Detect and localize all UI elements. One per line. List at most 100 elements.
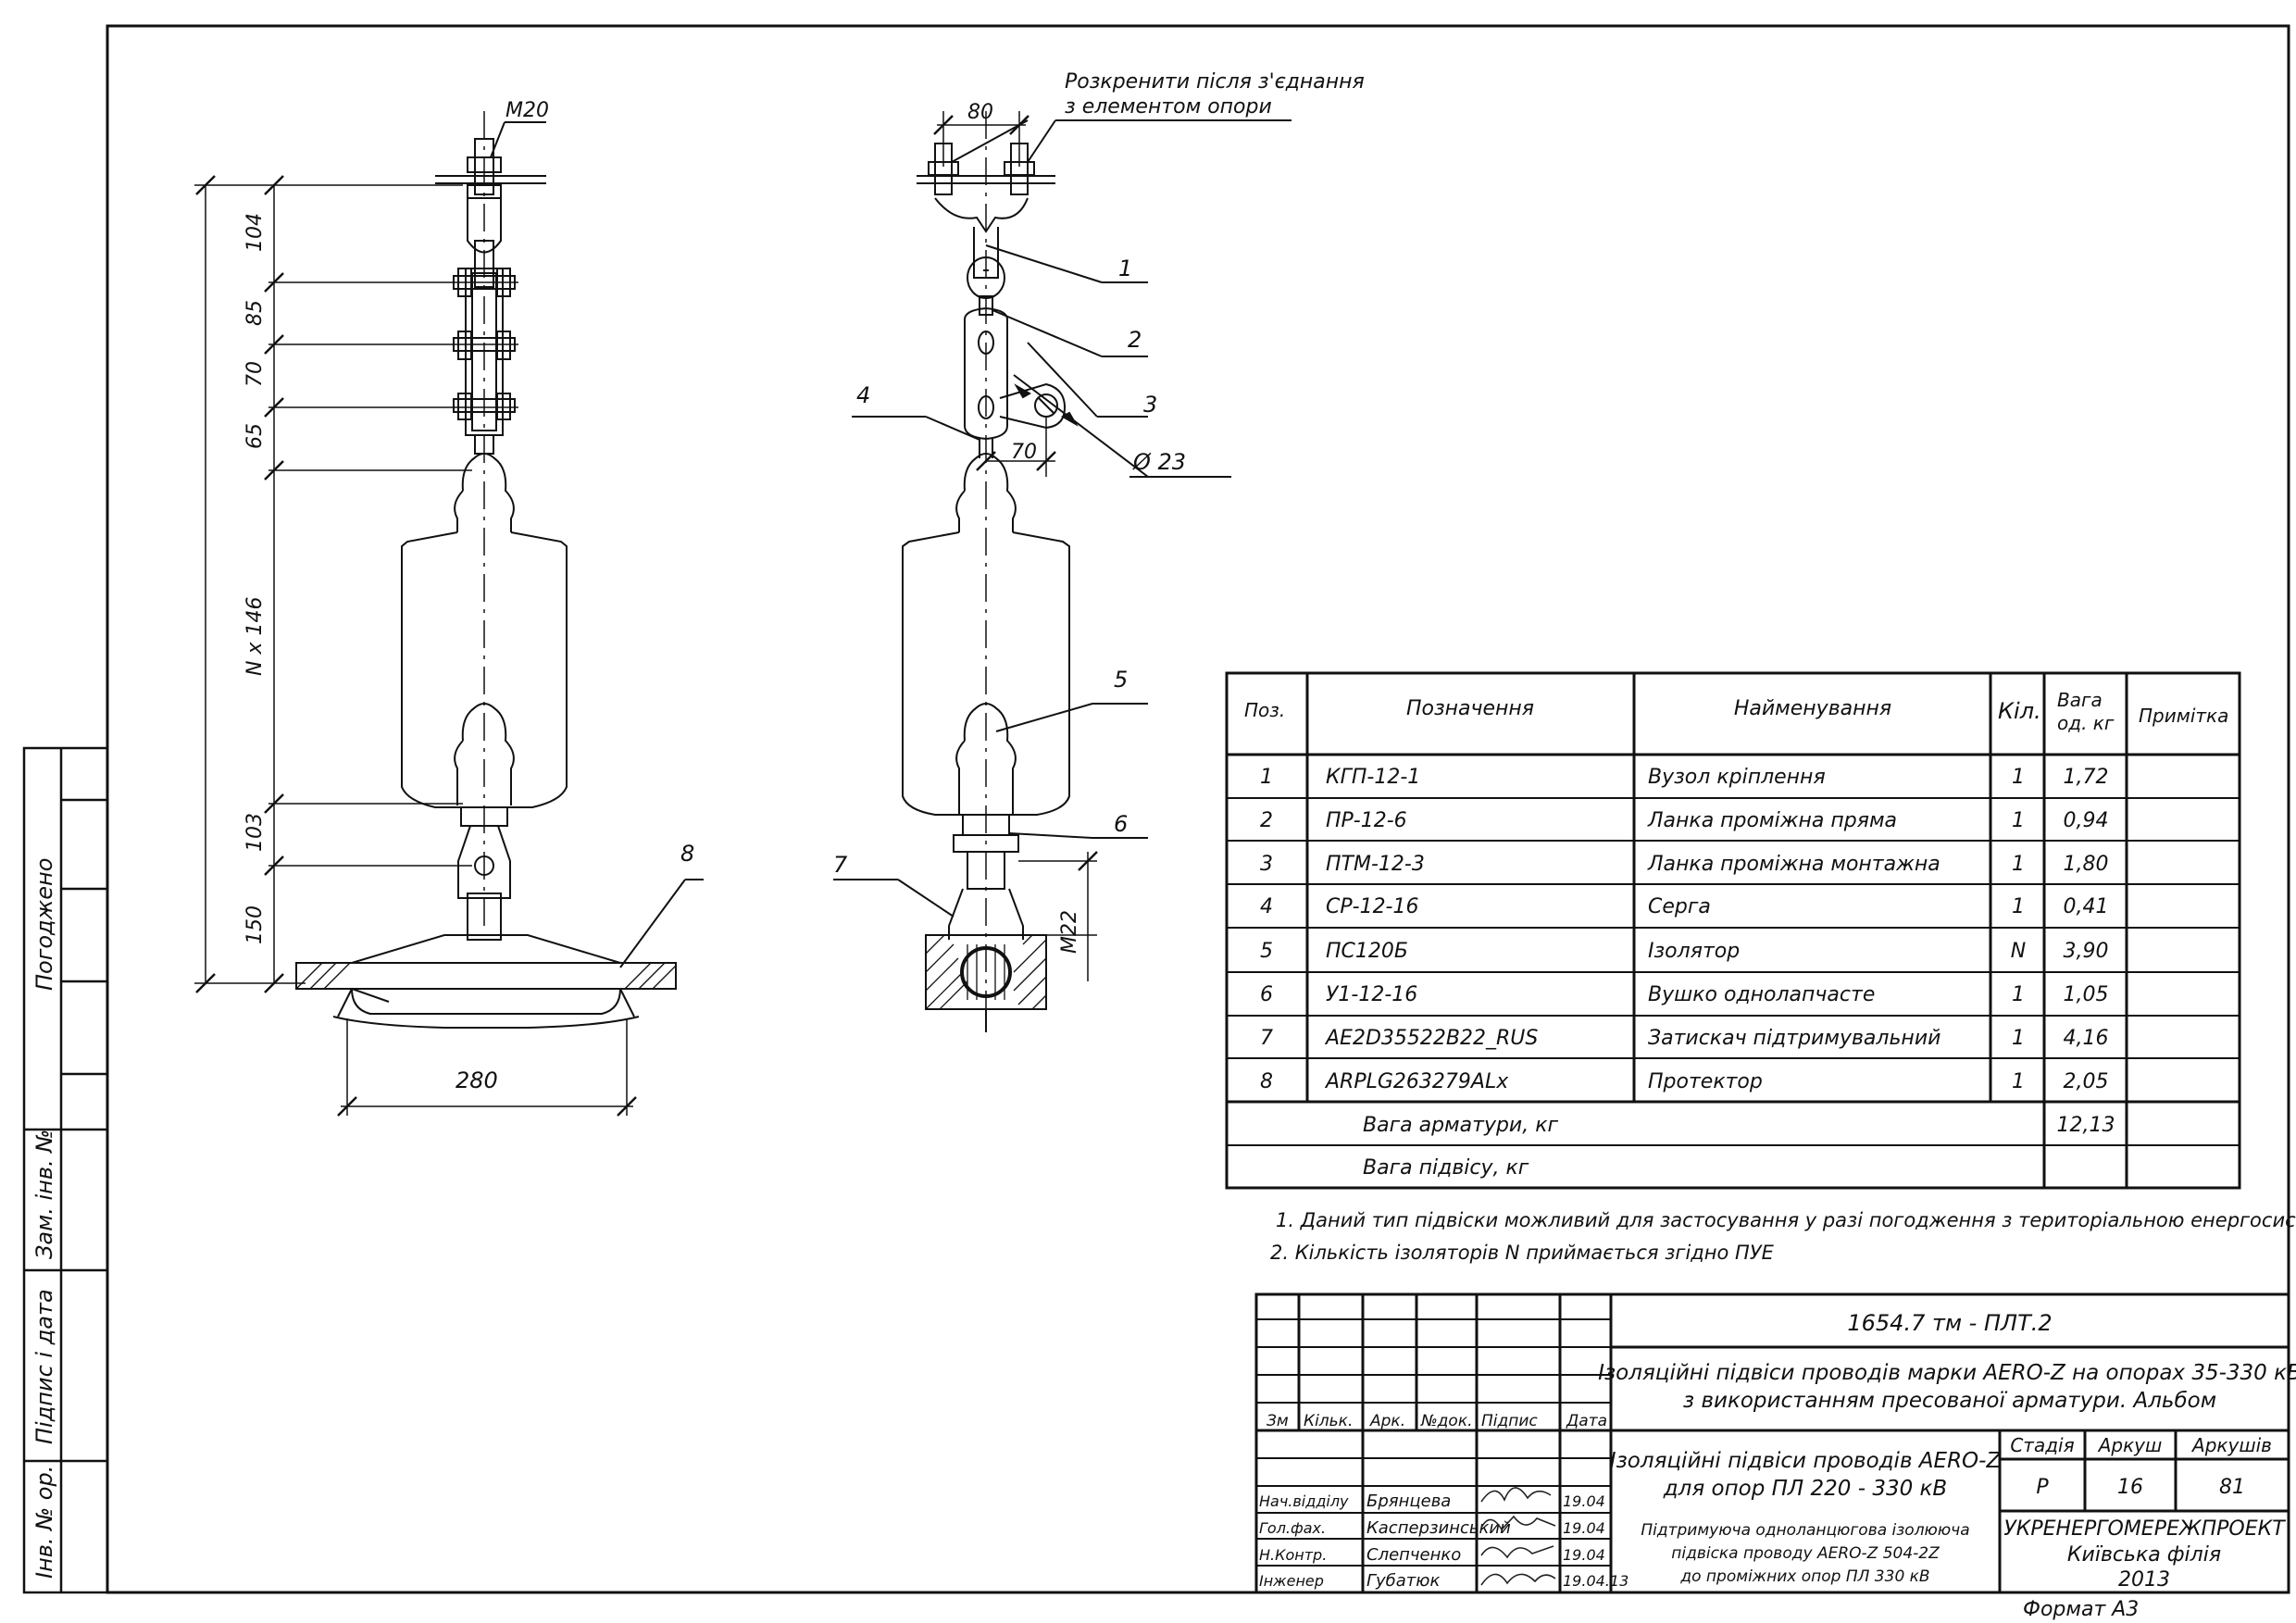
signature-scribbles (1480, 1487, 1556, 1586)
tb-person-role: Гол.фах. (1259, 1519, 1326, 1537)
td-name: Протектор (1648, 1070, 1763, 1093)
th-weight-2: од. кг (2057, 712, 2115, 734)
td-qty: 1 (2012, 895, 2025, 918)
td-name: Затискач підтримувальний (1648, 1027, 1940, 1050)
td-name: Вузол кріплення (1648, 766, 1826, 789)
margin-sign-date: Підпис і дата (31, 1289, 57, 1444)
td-pos: 2 (1260, 809, 1273, 832)
td-name: Ланка проміжна монтажна (1647, 853, 1940, 876)
callout-4: 4 (856, 382, 870, 408)
td-qty: 1 (2012, 1027, 2025, 1050)
tb-col-ark: Арк. (1369, 1412, 1405, 1430)
td-weight: 1,72 (2064, 766, 2109, 789)
th-note: Примітка (2139, 705, 2228, 727)
dim-65: 65 (243, 423, 267, 449)
td-qty: N (2011, 940, 2026, 963)
tb-col-pidpys: Підпис (1481, 1412, 1538, 1430)
dim-104: 104 (243, 213, 267, 252)
dim-85: 85 (243, 300, 267, 326)
td-designation: ПР-12-6 (1326, 809, 1407, 832)
total-fitting-value: 12,13 (2057, 1114, 2115, 1137)
tb-sheet-label: Аркуш (2097, 1434, 2163, 1456)
spec-table-grid (1225, 671, 2241, 1190)
tb-project-title-1: Ізоляційні підвіси проводів марки AERO-Z… (1598, 1361, 2296, 1385)
title-block-grid (1254, 1292, 2290, 1594)
callout-8: 8 (680, 841, 694, 867)
td-designation: У1-12-16 (1326, 983, 1417, 1006)
callout-5: 5 (1114, 667, 1128, 693)
tb-org-3: 2013 (2118, 1568, 2170, 1592)
callout-7: 7 (833, 852, 848, 878)
tb-person-date: 19.04 (1563, 1492, 1605, 1510)
tb-desc-3: до проміжних опор ПЛ 330 кВ (1679, 1567, 1929, 1586)
note-1: 1. Даний тип підвіски можливий для засто… (1276, 1209, 2296, 1231)
callout-3: 3 (1143, 392, 1157, 418)
td-name: Ланка проміжна пряма (1647, 809, 1897, 832)
tb-section-title-1: Ізоляційні підвіси проводів AERO-Z (1610, 1449, 2003, 1473)
tb-person-name: Губатюк (1366, 1571, 1440, 1591)
td-pos: 4 (1260, 895, 1273, 918)
td-weight: 1,05 (2064, 983, 2109, 1006)
tb-code: 1654.7 тм - ПЛТ.2 (1847, 1310, 2052, 1336)
callout-1: 1 (1118, 256, 1132, 281)
td-qty: 1 (2012, 1070, 2025, 1093)
tb-sheets: 81 (2219, 1476, 2245, 1499)
td-weight: 0,94 (2064, 809, 2109, 832)
td-pos: 3 (1260, 853, 1273, 876)
td-name: Вушко однолапчасте (1648, 983, 1875, 1006)
tb-section-title-2: для опор ПЛ 220 - 330 кВ (1663, 1477, 1947, 1501)
td-designation: AE2D35522B22_RUS (1324, 1027, 1538, 1050)
td-designation: СР-12-16 (1326, 895, 1419, 918)
td-weight: 4,16 (2064, 1027, 2109, 1050)
tb-sheet: 16 (2117, 1476, 2143, 1499)
dim-dia-23: Ø 23 (1132, 449, 1186, 475)
tb-person-date: 19.04.13 (1563, 1572, 1628, 1590)
dim-103: 103 (243, 813, 267, 852)
tb-person-name: Касперзинський (1366, 1518, 1511, 1538)
td-pos: 1 (1260, 766, 1273, 789)
td-designation: ПТМ-12-3 (1326, 853, 1425, 876)
th-qty: Кіл. (1998, 698, 2041, 724)
td-name: Серга (1648, 895, 1711, 918)
tb-org-1: УКРЕНЕРГОМЕРЕЖПРОЕКТ (2003, 1517, 2286, 1541)
margin-zam-inv: Зам. інв. № (31, 1130, 57, 1259)
tb-col-ndok: №док. (1420, 1412, 1473, 1430)
left-view (194, 111, 704, 1117)
td-weight: 2,05 (2064, 1070, 2109, 1093)
tb-desc-1: Підтримуюча одноланцюгова ізолююча (1641, 1521, 1969, 1540)
dim-70-pin: 70 (1011, 441, 1037, 464)
th-weight-1: Вага (2057, 689, 2103, 711)
tb-stage: Р (2036, 1476, 2049, 1499)
tb-person-role: Нач.відділу (1259, 1492, 1349, 1510)
tb-col-zm: Зм (1267, 1412, 1289, 1430)
td-name: Ізолятор (1648, 940, 1740, 963)
dim-70: 70 (243, 361, 267, 387)
tb-person-date: 19.04 (1563, 1546, 1605, 1564)
td-pos: 7 (1260, 1027, 1273, 1050)
tb-project-title-2: з використанням пресованої арматури. Аль… (1683, 1389, 2216, 1413)
tb-org-2: Київська філія (2067, 1543, 2221, 1567)
td-pos: 6 (1260, 983, 1273, 1006)
note-top-line-2: з елементом опори (1065, 95, 1272, 119)
td-weight: 1,80 (2064, 853, 2109, 876)
tb-person-date: 19.04 (1563, 1519, 1605, 1537)
td-weight: 3,90 (2064, 940, 2109, 963)
td-designation: ARPLG263279ALx (1324, 1070, 1509, 1093)
total-suspension-label: Вага підвісу, кг (1363, 1156, 1529, 1180)
td-qty: 1 (2012, 853, 2025, 876)
th-designation: Позначення (1406, 697, 1534, 720)
th-pos: Поз. (1244, 699, 1285, 721)
td-designation: ПС120Б (1326, 940, 1408, 963)
note-top-line-1: Розкренити після з'єднання (1065, 70, 1365, 94)
dim-m20: M20 (505, 99, 549, 122)
tb-person-role: Н.Контр. (1259, 1546, 1327, 1564)
tb-col-data: Дата (1566, 1412, 1607, 1430)
tb-stage-label: Стадія (2010, 1434, 2074, 1456)
td-qty: 1 (2012, 766, 2025, 789)
margin-agreed: Погоджено (31, 858, 57, 991)
td-designation: КГП-12-1 (1326, 766, 1420, 789)
td-weight: 0,41 (2064, 895, 2109, 918)
